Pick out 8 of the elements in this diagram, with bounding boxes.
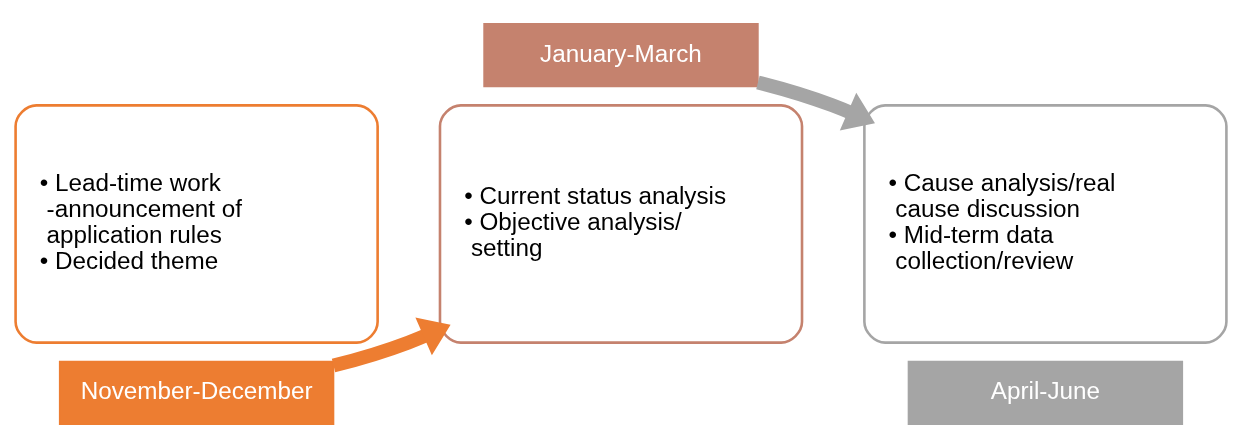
node-box: • Current status analysis • Objective analysis/ setting [438, 104, 804, 344]
arrow [756, 75, 875, 131]
node-box: April-June [907, 360, 1184, 425]
node-box: November-December [58, 360, 335, 425]
node-box: • Cause analysis/real cause discussion • Mid-term data collection/review [863, 104, 1228, 344]
arrow [331, 317, 451, 373]
node-box: January-March [483, 23, 759, 88]
node-box: • Lead-time work -announcement of application rules • Decided theme [14, 104, 379, 344]
